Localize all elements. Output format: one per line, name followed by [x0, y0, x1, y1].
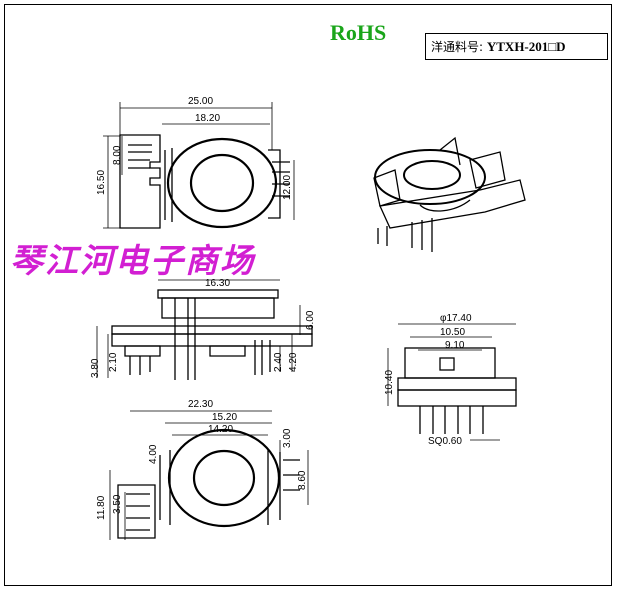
end-view	[387, 323, 517, 441]
dim-end-height: 10.40	[384, 370, 395, 395]
top-view	[103, 102, 295, 229]
dim-end-width1: 10.50	[440, 327, 465, 338]
dim-side-right-pin: 4.20	[288, 352, 299, 372]
drawing-frame	[4, 4, 612, 586]
dim-end-pin-square: SQ0.60	[428, 436, 462, 447]
dim-side-right-step: 2.40	[273, 352, 284, 372]
dim-side-top: 6.00	[305, 310, 316, 330]
dim-side-base: 2.10	[108, 352, 119, 372]
dim-bottom-right: 3.00	[282, 428, 293, 448]
dim-bottom-left: 4.00	[148, 444, 159, 464]
dim-top-right: 12.00	[282, 175, 293, 200]
dim-top-width: 25.00	[188, 96, 213, 107]
dim-top-height: 16.50	[96, 170, 107, 195]
dim-end-diameter: φ17.40	[440, 313, 472, 324]
part-number-box: 洋通料号: YTXH-201□D	[425, 33, 608, 60]
dim-bottom-right-pin: 8.60	[297, 470, 308, 490]
dim-side-pin: 3.80	[90, 358, 101, 378]
dim-end-width2: 9.10	[445, 340, 465, 351]
dim-top-inner-width: 18.20	[195, 113, 220, 124]
rohs-label: RoHS	[330, 20, 387, 45]
bottom-view	[109, 410, 309, 540]
part-number-value: YTXH-201□D	[486, 39, 566, 54]
dim-bottom-inner2: 14.20	[208, 424, 233, 435]
dim-top-pin-block: 8.00	[112, 145, 123, 165]
side-view	[96, 279, 313, 380]
store-watermark: 琴江河电子商场	[10, 241, 255, 280]
dim-bottom-inner1: 15.20	[212, 412, 237, 423]
part-number-label: 洋通料号:	[431, 40, 484, 54]
dim-side-width: 16.30	[205, 278, 230, 289]
dim-bottom-width: 22.30	[188, 399, 213, 410]
dim-bottom-height: 11.80	[96, 495, 107, 520]
isometric-view	[373, 136, 526, 252]
dim-bottom-pin: 3.50	[112, 494, 123, 514]
